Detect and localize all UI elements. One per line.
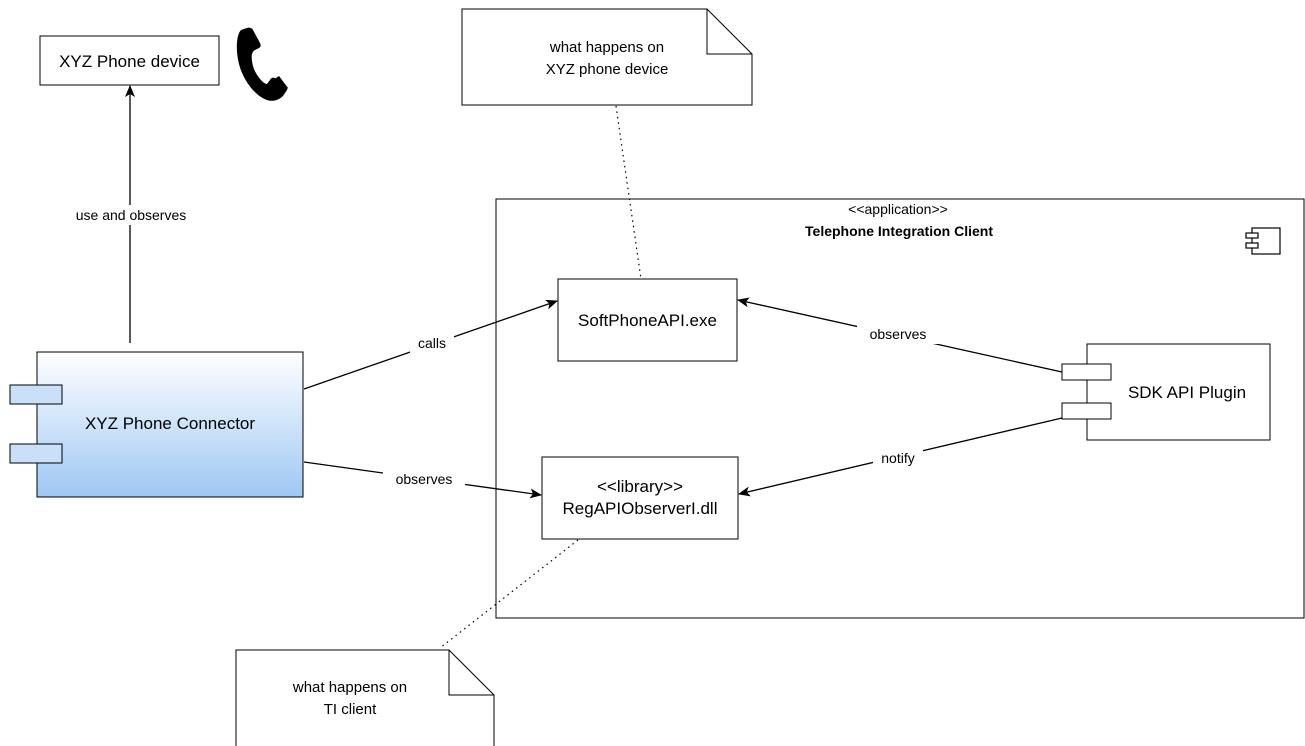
edge-observes-sdk: observes <box>737 297 1063 373</box>
edge-use-and-observes-label: use and observes <box>76 207 187 223</box>
edge-observes-connector: observes <box>303 461 542 499</box>
note-phone-device-line1: what happens on <box>549 39 664 56</box>
note-phone-device: what happens on XYZ phone device <box>461 8 753 106</box>
sdk-api-plugin-label: SDK API Plugin <box>1128 383 1246 402</box>
phone-device-label: XYZ Phone device <box>59 52 200 71</box>
observer-library-box[interactable]: <<library>> RegAPIObserverI.dll <box>541 456 739 540</box>
sdk-api-plugin-component[interactable]: SDK API Plugin <box>1061 343 1271 441</box>
edge-observes-sdk-label: observes <box>870 326 927 342</box>
edge-calls: calls <box>303 299 558 390</box>
edge-notify: notify <box>738 417 1063 497</box>
edge-observes-connector-label: observes <box>396 471 453 487</box>
phone-connector-component[interactable]: XYZ Phone Connector <box>9 351 304 498</box>
telephone-handset-icon <box>236 27 288 101</box>
observer-library-stereotype: <<library>> <box>597 477 683 496</box>
edge-calls-label: calls <box>418 335 446 351</box>
softphone-api-label: SoftPhoneAPI.exe <box>578 311 717 330</box>
edge-use-and-observes: use and observes <box>56 85 206 343</box>
softphone-api-box[interactable]: SoftPhoneAPI.exe <box>557 278 738 362</box>
edge-notify-label: notify <box>881 450 914 466</box>
note-ti-client-line1: what happens on <box>292 679 407 696</box>
note-ti-client-line2: TI client <box>324 701 377 718</box>
note-ti-client: what happens on TI client <box>235 649 495 746</box>
application-stereotype: <<application>> <box>848 201 948 217</box>
phone-connector-label: XYZ Phone Connector <box>85 414 255 433</box>
application-title: Telephone Integration Client <box>805 223 993 239</box>
note-phone-device-line2: XYZ phone device <box>546 61 669 78</box>
observer-library-label: RegAPIObserverI.dll <box>563 499 718 518</box>
phone-device-box[interactable]: XYZ Phone device <box>39 35 220 86</box>
component-icon <box>1245 227 1281 255</box>
